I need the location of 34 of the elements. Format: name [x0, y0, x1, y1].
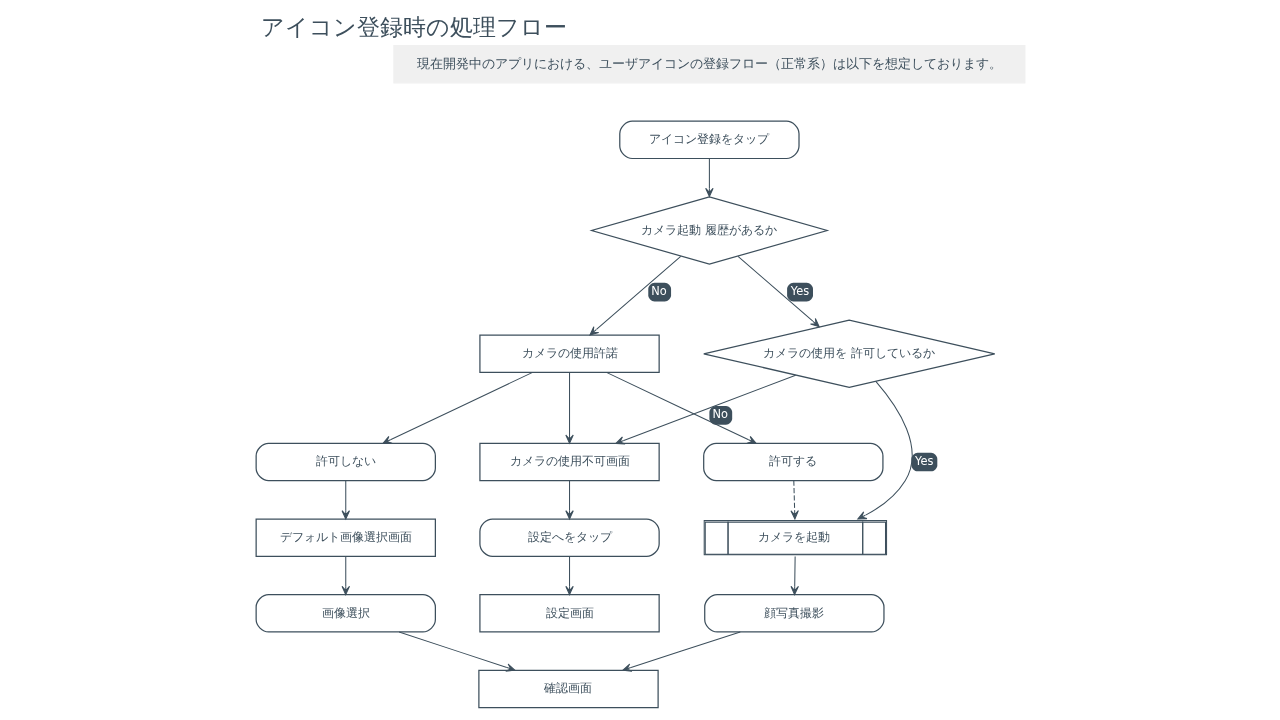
arrow: [398, 631, 515, 672]
node-box: 許可する: [702, 442, 884, 482]
node-box: 顔写真撮影: [703, 594, 885, 633]
arrow: [737, 255, 820, 328]
node-diamond: カメラ起動 履歴があるか: [588, 196, 829, 265]
node-box: 許可しない: [255, 442, 436, 482]
node-box: 確認画面: [477, 669, 659, 709]
node-box: アイコン登録をタップ: [618, 120, 800, 160]
diagram-title: アイコン登録時の処理フロー: [260, 13, 567, 40]
arrow: [789, 480, 799, 520]
node-box: 設定画面: [478, 594, 660, 633]
edge-label: Yes: [790, 284, 809, 299]
node-box: 設定へをタップ: [478, 518, 660, 557]
edge-label: Yes: [914, 453, 933, 468]
arrow: [588, 255, 681, 336]
edge-label: No: [650, 284, 667, 299]
node-box: 画像選択: [255, 594, 436, 633]
arrow: [856, 380, 913, 520]
node-box: カメラの使用許諾: [478, 334, 660, 374]
edge-label: No: [712, 407, 728, 422]
arrow: [615, 374, 796, 445]
arrow: [381, 372, 533, 444]
arrow: [564, 556, 574, 596]
arrow: [605, 372, 757, 444]
arrow: [621, 631, 741, 672]
label: 現在開発中のアプリにおける、ユーザアイコンの登録フロー（正常系）は以下を想定しております。: [416, 55, 1002, 71]
arrow: [704, 158, 714, 198]
arrow: [564, 372, 574, 444]
arrow: [341, 556, 350, 596]
node-box: カメラの使用不可画面: [478, 442, 660, 482]
arrow: [341, 480, 350, 520]
node-box: デフォルト画像選択画面: [255, 518, 436, 557]
arrow: [564, 480, 574, 520]
arrow: [789, 556, 799, 596]
